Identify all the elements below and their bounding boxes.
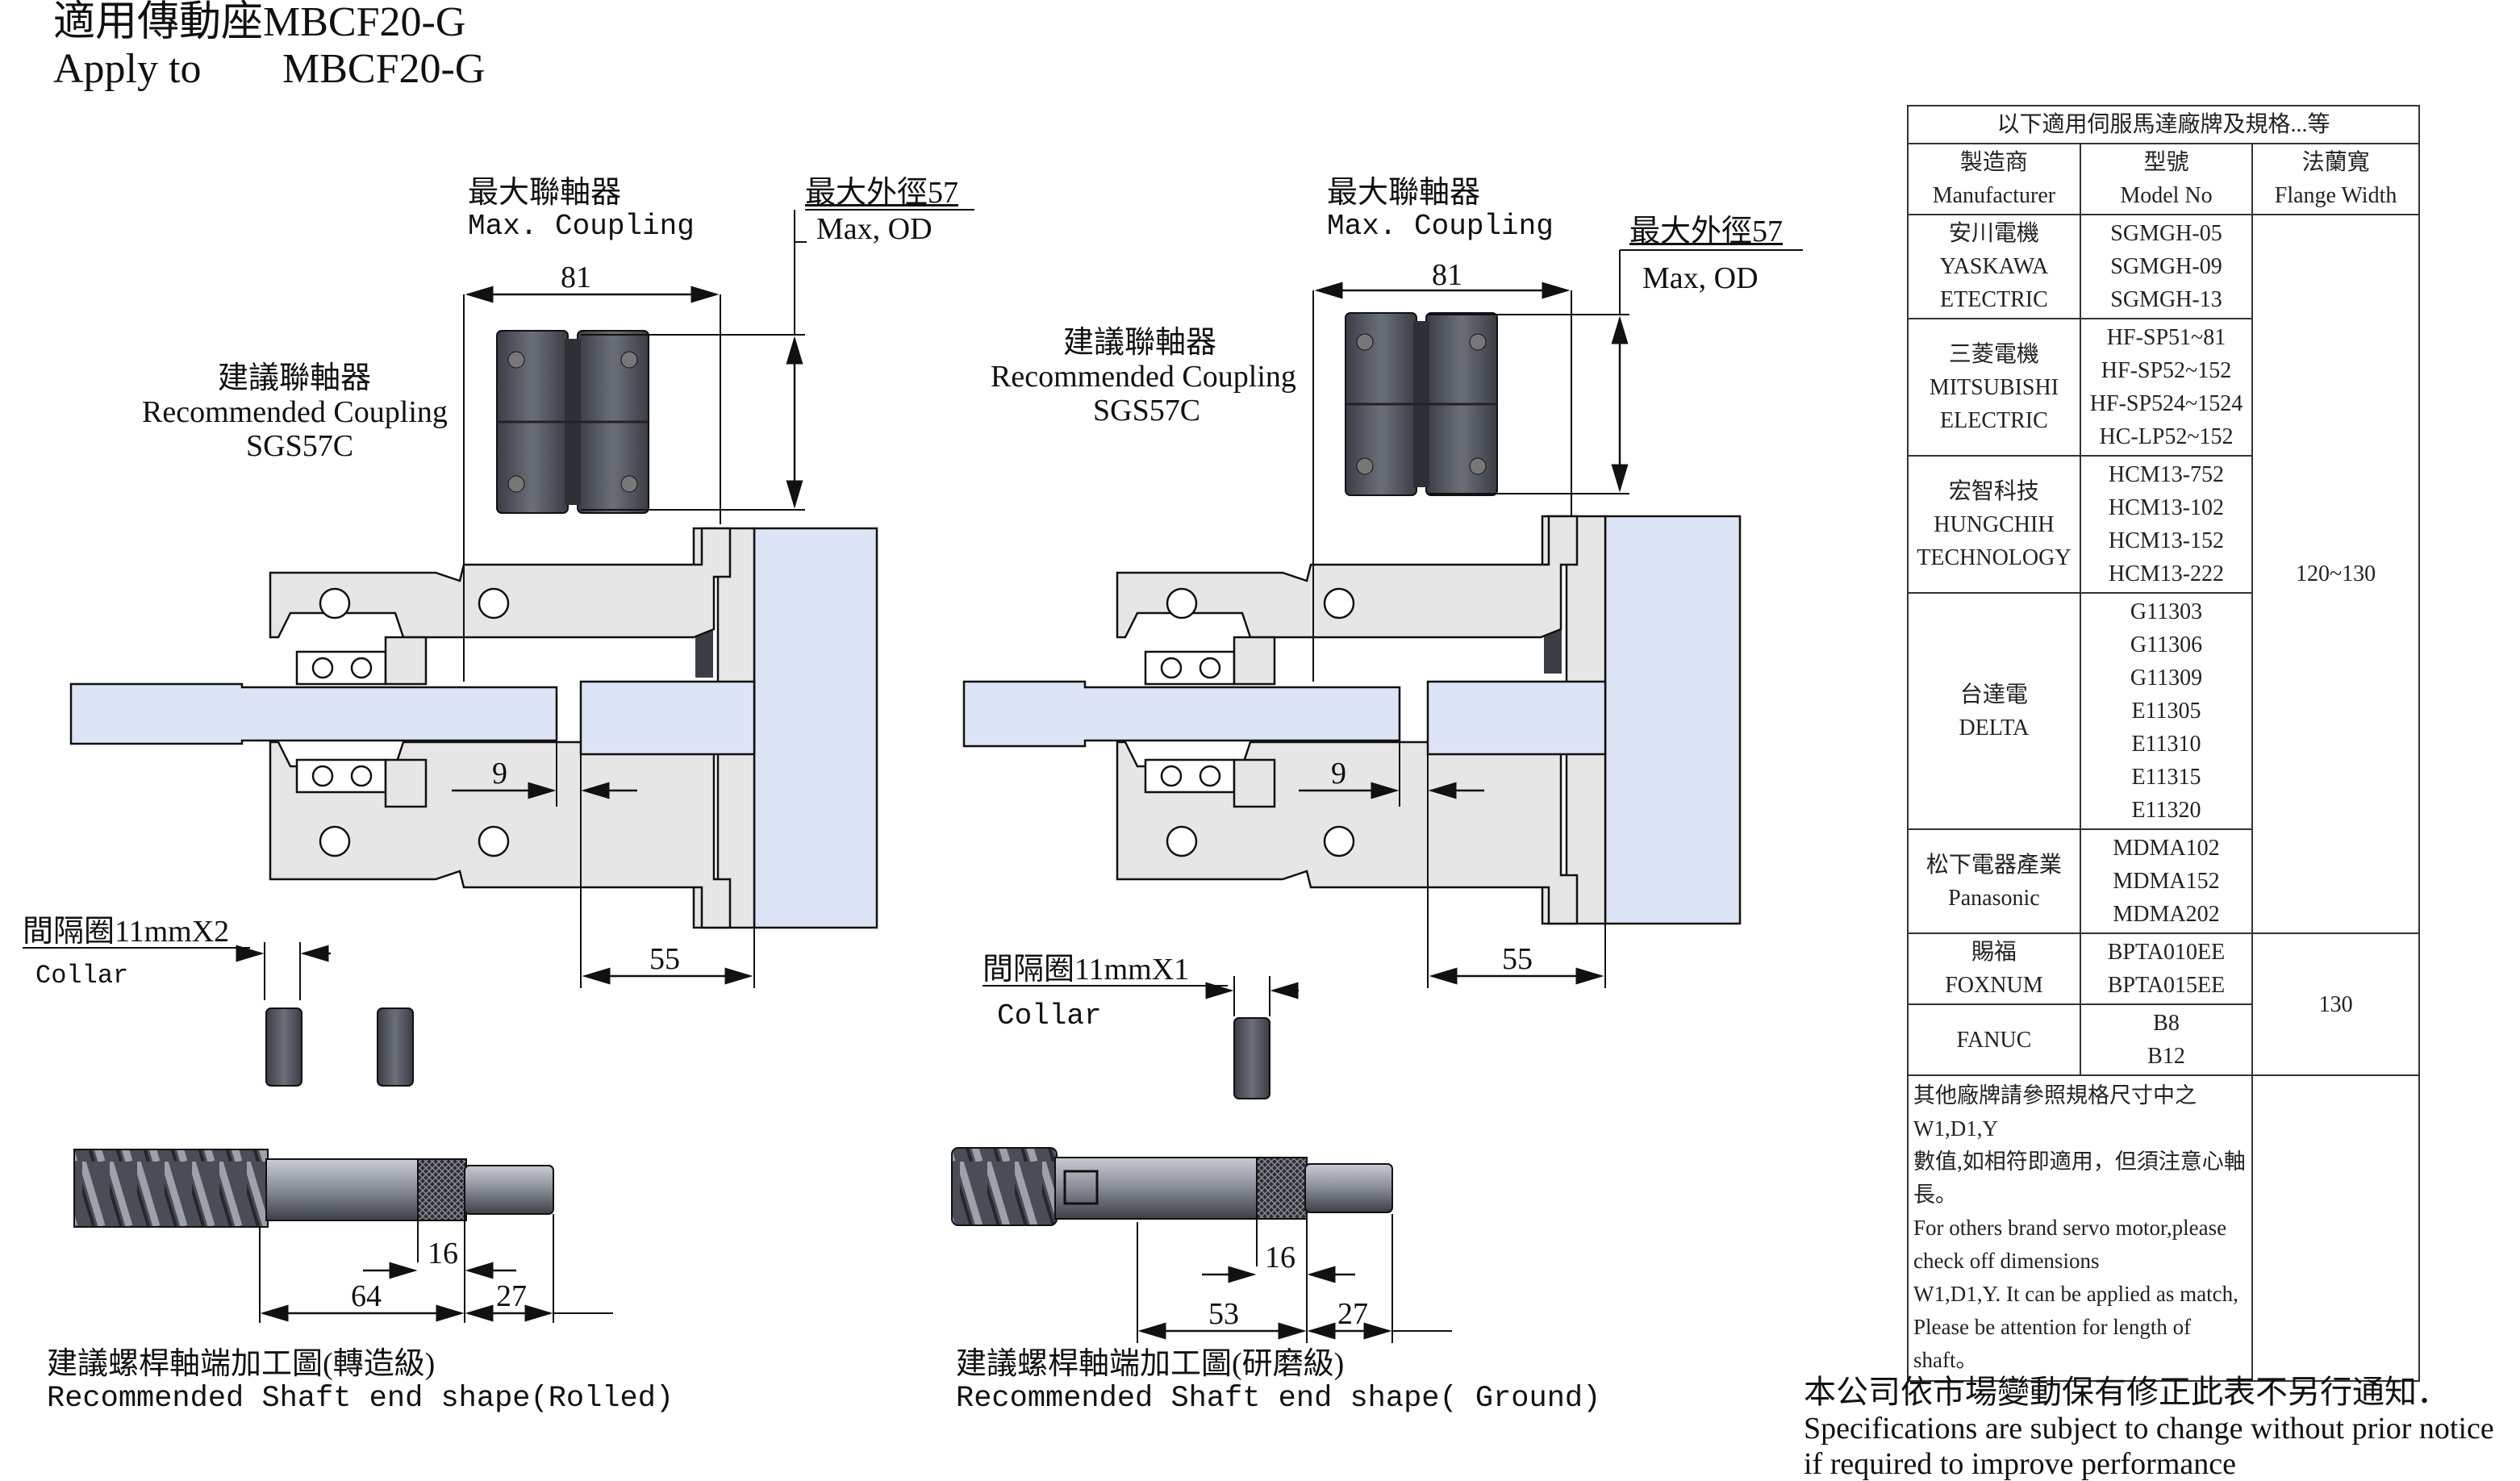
- right-motor-shaft: [1426, 680, 1607, 756]
- right-shaft-caption-zh: 建議螺桿軸端加工圖(研磨級): [956, 1347, 1345, 1381]
- page-title-zh: 適用傳動座MBCF20-G: [53, 0, 466, 45]
- left-bolt-hole: [478, 587, 510, 620]
- right-motor-body: [1604, 515, 1742, 925]
- right-bearings: [1144, 636, 1276, 808]
- left-shaft-caption-en: Recommended Shaft end shape(Rolled): [47, 1382, 674, 1416]
- left-assembly: [23, 209, 974, 1323]
- right-collar-en: Collar: [997, 999, 1102, 1033]
- left-shaft-end: [73, 1149, 554, 1228]
- footer-notice-en: Specifications are subject to change wit…: [1804, 1412, 2494, 1446]
- table-caption: 以下適用伺服馬達廠牌及規格...等: [1907, 105, 2420, 144]
- right-rec-coupling-model: SGS57C: [1093, 394, 1201, 428]
- left-screw-shaft: [69, 682, 558, 745]
- left-max-od-zh: 最大外徑57: [805, 176, 959, 210]
- right-dim-16: 16: [1265, 1241, 1295, 1274]
- page-title-en-model: MBCF20-G: [282, 46, 486, 92]
- left-shaft-caption-zh: 建議螺桿軸端加工圖(轉造級): [47, 1347, 436, 1381]
- right-collar: [1233, 1017, 1270, 1099]
- page-title-en-prefix: Apply to: [53, 46, 202, 92]
- left-bolt-hole: [319, 825, 351, 857]
- left-dim-9: 9: [492, 757, 507, 791]
- flange-width-cell: 120~130: [2251, 214, 2420, 934]
- left-motor-body: [753, 527, 878, 929]
- left-bolt-hole: [319, 587, 351, 620]
- right-coupling: [1345, 312, 1498, 496]
- left-collar-en: Collar: [35, 961, 129, 991]
- right-max-coupling-en: Max. Coupling: [1327, 210, 1554, 243]
- maker-cell: FANUC: [1907, 1003, 2081, 1076]
- right-screw-shaft: [962, 680, 1401, 748]
- left-rec-coupling-model: SGS57C: [246, 429, 354, 463]
- left-rec-coupling-en: Recommended Coupling: [142, 395, 448, 429]
- footer-notice-en-2: if required to improve performance: [1804, 1447, 2236, 1481]
- right-max-coupling-zh: 最大聯軸器: [1327, 176, 1481, 210]
- left-max-coupling-en: Max. Coupling: [468, 210, 695, 243]
- left-housing-upper: [269, 527, 732, 639]
- right-dim-27: 27: [1337, 1297, 1368, 1331]
- left-bolt-hole: [478, 825, 510, 857]
- right-dim-9: 9: [1331, 757, 1346, 791]
- left-collar: [377, 1007, 414, 1087]
- footer-notice-zh: 本公司依市場變動保有修正此表不另行通知．: [1804, 1374, 2449, 1410]
- right-housing-upper: [1116, 515, 1579, 639]
- left-flange-dark-top: [695, 629, 713, 678]
- right-rec-coupling-zh: 建議聯軸器: [1063, 326, 1217, 360]
- left-max-od-en: Max, OD: [816, 212, 932, 246]
- right-dim-55: 55: [1502, 942, 1533, 976]
- left-coupling: [496, 330, 649, 514]
- left-dim-81: 81: [561, 261, 591, 294]
- right-collar-zh: 間隔圈11mmX1: [983, 953, 1190, 987]
- left-dim-55: 55: [649, 942, 680, 976]
- right-max-od-en: Max, OD: [1642, 261, 1759, 295]
- left-dim-64: 64: [351, 1279, 382, 1313]
- table-note-spacer: [2252, 1074, 2420, 1382]
- right-rec-coupling-en: Recommended Coupling: [991, 360, 1296, 394]
- right-dim-53: 53: [1208, 1297, 1239, 1331]
- left-motor-shaft: [579, 680, 756, 756]
- left-max-coupling-zh: 最大聯軸器: [468, 176, 622, 210]
- right-dim-81: 81: [1432, 258, 1462, 292]
- flange-width-cell: 130: [2251, 932, 2420, 1076]
- table-note: 其他廠牌請參照規格尺寸中之W1,D1,Y 數值,如相符即適用，但須注意心軸長。 …: [1906, 1074, 2254, 1382]
- left-dim-27: 27: [496, 1279, 527, 1313]
- left-collar: [265, 1007, 302, 1087]
- left-collar-zh: 間隔圈11mmX2: [23, 915, 230, 949]
- right-assembly: [951, 249, 1803, 1343]
- left-rec-coupling-zh: 建議聯軸器: [218, 361, 372, 395]
- left-dim-16: 16: [428, 1237, 458, 1270]
- left-bearings: [295, 636, 428, 808]
- right-shaft-caption-en: Recommended Shaft end shape( Ground): [956, 1382, 1601, 1416]
- right-shaft-end: [951, 1147, 1393, 1226]
- right-max-od-zh: 最大外徑57: [1629, 215, 1784, 248]
